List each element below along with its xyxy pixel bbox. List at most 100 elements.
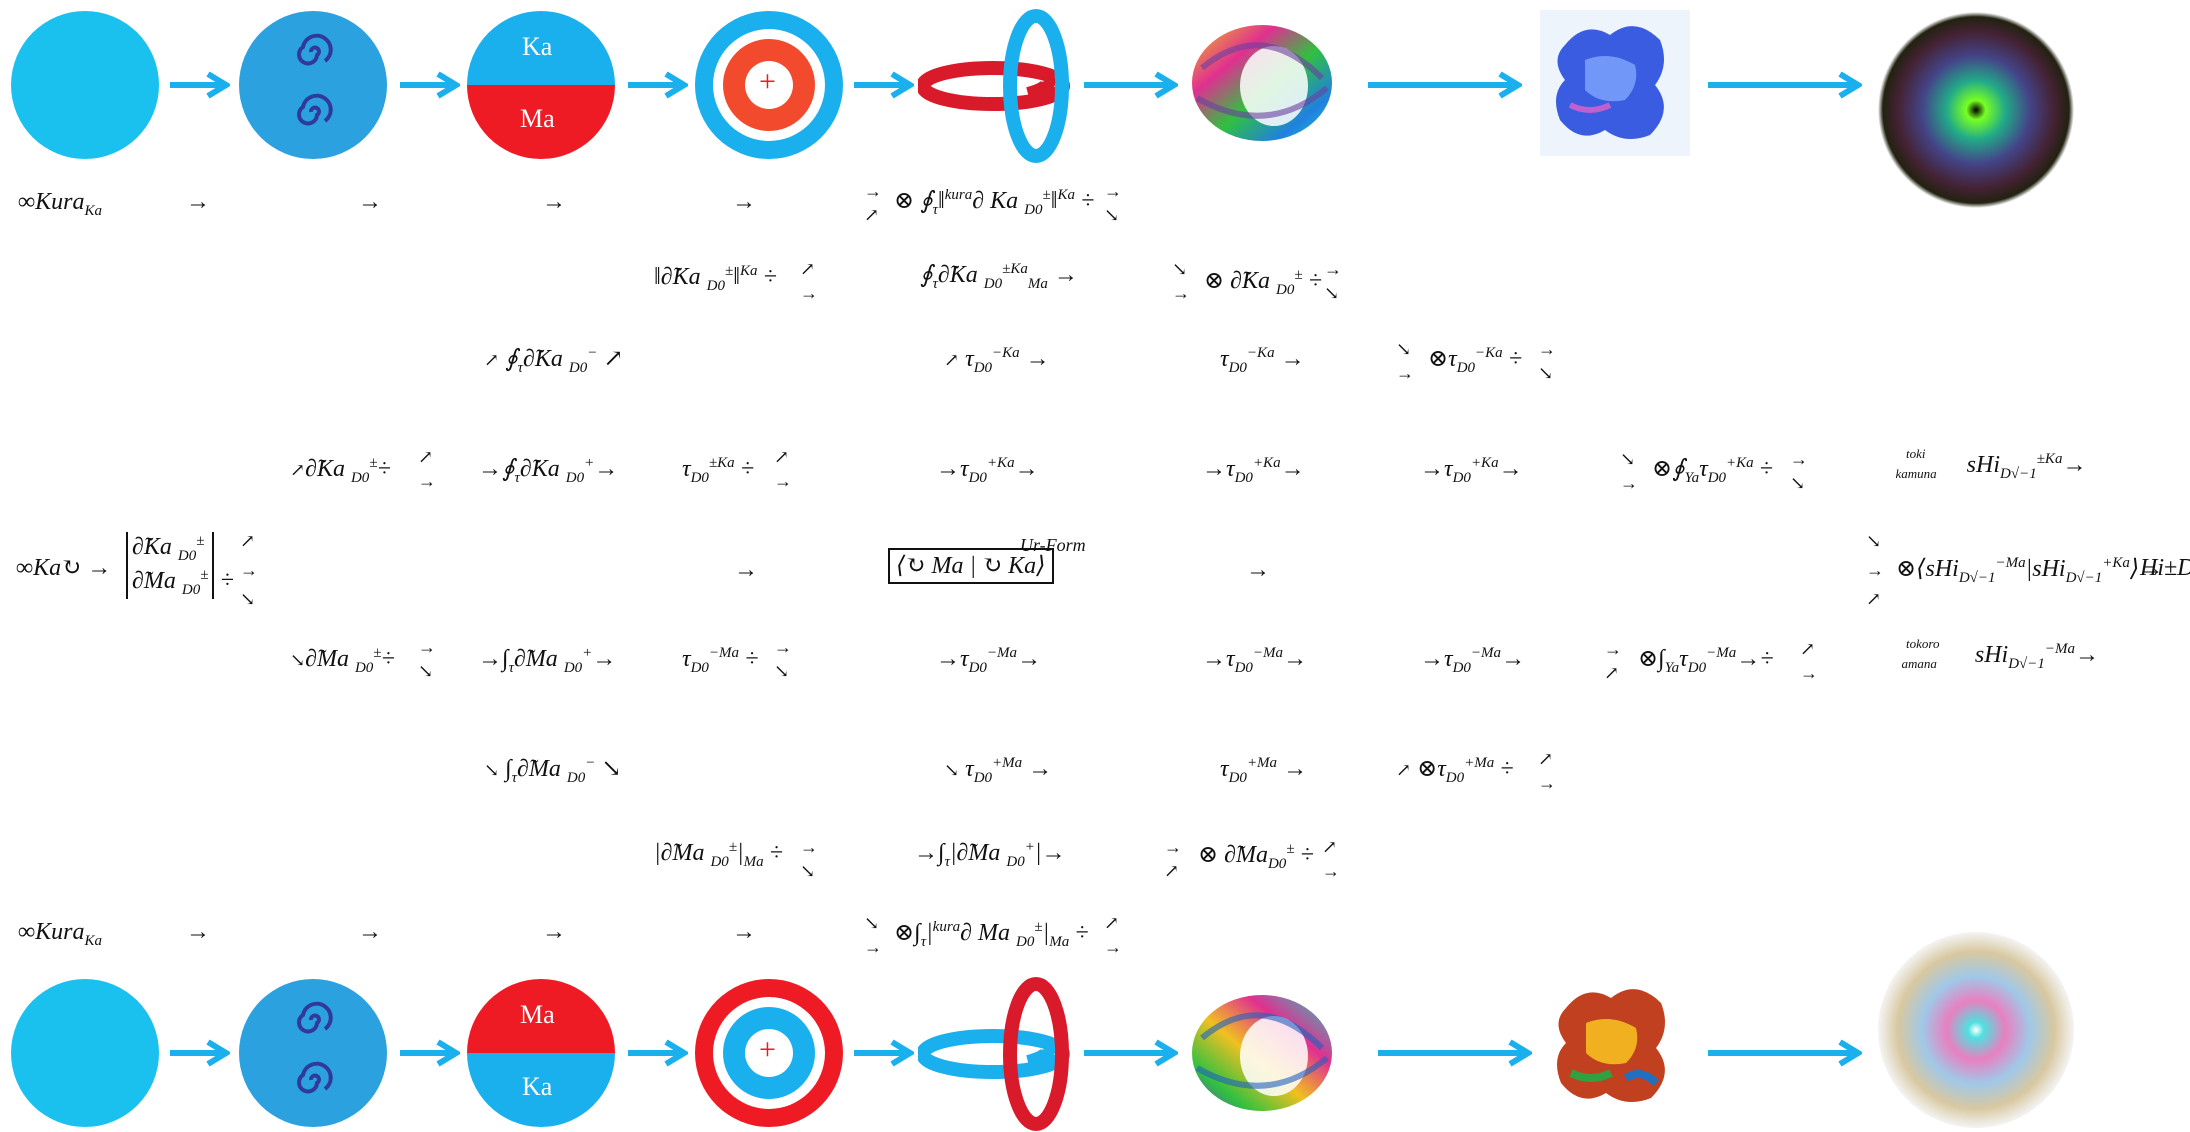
- bottom-split-label-ka: Ka: [522, 1072, 553, 1101]
- ur-form-box: ⟨↻ Ma | ↻ Ka⟩: [888, 548, 1054, 584]
- formula-tau-d0-minus-ka-2: τD0−Ka →: [1220, 345, 1305, 376]
- top-split-label-ka: Ka: [522, 32, 553, 61]
- formula-int-ma-minus: ↘ ∫τ∂̃Ma D0− ↘: [484, 755, 622, 786]
- formula-tau-plus-ma-2: τD0+Ma →: [1220, 755, 1308, 786]
- formula-tau-plus-ka-3: →τD0+Ka→: [1420, 455, 1523, 486]
- formula-ka-start: ∞Ka↻ →: [16, 555, 112, 581]
- formula-ka-pm-branch: ↗∂̃Ka D0±÷: [290, 455, 391, 486]
- formula-ya-ma: ⊗∫YaτD0−Ma→÷: [1638, 645, 1774, 676]
- formula-ya-ka: ⊗∮YaτD0+Ka ÷: [1652, 455, 1773, 486]
- formula-kura-abs-bottom: ⊗∫τ|kura∂ Ma D0±|Ma ÷: [894, 919, 1089, 950]
- bottom-arrow-4: [854, 1039, 914, 1067]
- bottom-rainbow-torus: [1192, 995, 1332, 1111]
- top-arrow-6: [1368, 71, 1522, 99]
- bottom-plus-sign: +: [759, 1033, 776, 1066]
- formula-ya-ka-in: ↘→: [1620, 449, 1638, 493]
- arrow-r1-4: →: [732, 189, 756, 215]
- formula-tau-plus-ma-1: ↘ τD0+Ma →: [944, 755, 1053, 786]
- formula-tau-plus-ka-1: →τD0+Ka→: [936, 455, 1039, 486]
- formula-shi-bra-ket: ⊗⟨sHiD√−1−Ma|sHiD√−1+Ka⟩→: [1896, 555, 2164, 586]
- formula-otimes-tau-minus-ka-out: →↘: [1538, 339, 1556, 383]
- kura-ka-top: ∞KuraKa: [18, 189, 102, 219]
- top-linked-rings: [918, 9, 1070, 163]
- bottom-split-label-ma: Ma: [520, 1000, 555, 1029]
- top-solid-circle: [11, 11, 159, 159]
- bottom-arrow-2: [400, 1039, 460, 1067]
- formula-otimes-ma-out: ↗→: [1322, 837, 1340, 881]
- bottom-colorful-polyhedron: [1557, 989, 1665, 1102]
- bottom-arrow-5: [1084, 1039, 1178, 1067]
- formula-otimes-ma: ⊗ ∂̃MaD0± ÷: [1198, 841, 1314, 872]
- formula-ka-pm-branch-out: ↗→: [418, 447, 436, 491]
- formula-hi-end: Hi±D1: [2140, 555, 2190, 581]
- formula-tau-pm-ka: τD0±Ka ÷: [682, 455, 754, 486]
- arrow-center-1: →: [734, 557, 758, 583]
- kura-ka-bottom: ∞KuraKa: [18, 919, 102, 949]
- top-split-label-ma: Ma: [520, 104, 555, 133]
- formula-otimes-tau-plus-ma: ↗ ⊗τD0+Ma ÷: [1396, 755, 1514, 786]
- top-double-spiral-circle: [239, 11, 387, 159]
- arrow-r1-3: →: [542, 189, 566, 215]
- arrow-r9-2: →: [358, 919, 382, 945]
- bottom-double-spiral-circle: [239, 979, 387, 1127]
- top-arrow-1: [170, 71, 230, 99]
- formula-ma-pm-branch: ↘∂̃Ma D0±÷: [290, 645, 395, 676]
- formula-abs-ma: |∂̃Ma D0±|Ma ÷: [654, 839, 783, 870]
- formula-abs-ma-out: →↘: [800, 837, 818, 881]
- formula-otimes-ka-in: ↘→: [1172, 259, 1190, 303]
- formula-otimes-ma-in: →↗: [1164, 837, 1182, 881]
- arrow-r1-2: →: [358, 189, 382, 215]
- formula-otimes-tau-plus-ma-out: ↗→: [1538, 749, 1556, 793]
- formula-otimes-ka: ⊗ ∂̃Ka D0± ÷: [1204, 267, 1322, 298]
- bottom-arrow-3: [628, 1039, 688, 1067]
- bottom-solid-circle: [11, 979, 159, 1127]
- formula-ya-ka-out: →↘: [1790, 449, 1808, 493]
- top-rainbow-torus: [1192, 25, 1332, 141]
- formula-determinant: ∂̃Ka D0±∂̃Ma D0± ÷: [126, 532, 234, 600]
- formula-tau-minus-ma-3: →τD0−Ma→: [1420, 645, 1526, 676]
- formula-tau-minus-ma: τD0−Ma ÷: [682, 645, 759, 676]
- arrow-r9-4: →: [732, 919, 756, 945]
- formula-kura-norm-top-body: ⊗ ∮τ‖kura∂ Ka D0±‖Ka ÷: [894, 187, 1095, 218]
- bottom-split-circle: [467, 979, 615, 1127]
- formula-otimes-tau-minus-ka-in: ↘→: [1396, 339, 1414, 383]
- formula-oint-ka-ma: ∮τ∂̃Ka D0±KaMa →: [920, 261, 1078, 292]
- arrow-r1-1: →: [186, 189, 210, 215]
- top-dark-mandala: [1878, 12, 2074, 208]
- formula-determinant-out: ↗→↘: [240, 531, 258, 609]
- bottom-concentric-rings: [695, 979, 843, 1127]
- formula-kura-norm-top: →↗: [864, 181, 882, 225]
- formula-oint-ka-minus: ↗ ∮τ∂̃Ka D0− ↗: [484, 345, 624, 376]
- top-blue-polyhedron: [1540, 10, 1690, 156]
- top-arrow-4: [854, 71, 914, 99]
- arrow-center-2: →: [1246, 557, 1270, 583]
- top-arrow-3: [628, 71, 688, 99]
- top-arrow-7: [1708, 71, 1862, 99]
- formula-ya-ma-in: →↗: [1604, 639, 1622, 683]
- formula-ma-pm-branch-out: →↘: [418, 637, 436, 681]
- formula-tau-minus-ma-1: →τD0−Ma→: [936, 645, 1042, 676]
- ur-form-label: Ur-Form: [1020, 535, 1086, 555]
- formula-kura-abs-bottom-in: ↘→: [864, 913, 882, 957]
- formula-kura-norm-top-out: →↘: [1104, 181, 1122, 225]
- formula-tau-pm-ka-out: ↗→: [774, 447, 792, 491]
- formula-kura-abs-bottom-out: ↗→: [1104, 913, 1122, 957]
- bottom-arrow-1: [170, 1039, 230, 1067]
- formula-otimes-tau-minus-ka: ⊗τD0−Ka ÷: [1428, 345, 1522, 376]
- top-concentric-rings: [695, 11, 843, 159]
- top-arrow-2: [400, 71, 460, 99]
- bottom-linked-rings: [918, 977, 1070, 1131]
- formula-norm-ka: ‖∂̃Ka D0±‖Ka ÷: [654, 263, 777, 294]
- formula-oint-ka-plus: →∮τ∂̃Ka D0+→: [478, 455, 619, 486]
- formula-int-abs-ma: →∫τ|∂̃Ma D0+|→: [914, 839, 1066, 870]
- formula-int-ma-plus: →∫τ∂̃Ma D0+→: [478, 645, 617, 676]
- bottom-arrow-6: [1378, 1039, 1532, 1067]
- formula-norm-ka-out: ↗→: [800, 259, 818, 303]
- bottom-arrow-7: [1708, 1039, 1862, 1067]
- formula-shi-in: ↘→↗: [1866, 531, 1884, 609]
- formula-tau-minus-ma-out: →↘: [774, 637, 792, 681]
- arrow-r9-3: →: [542, 919, 566, 945]
